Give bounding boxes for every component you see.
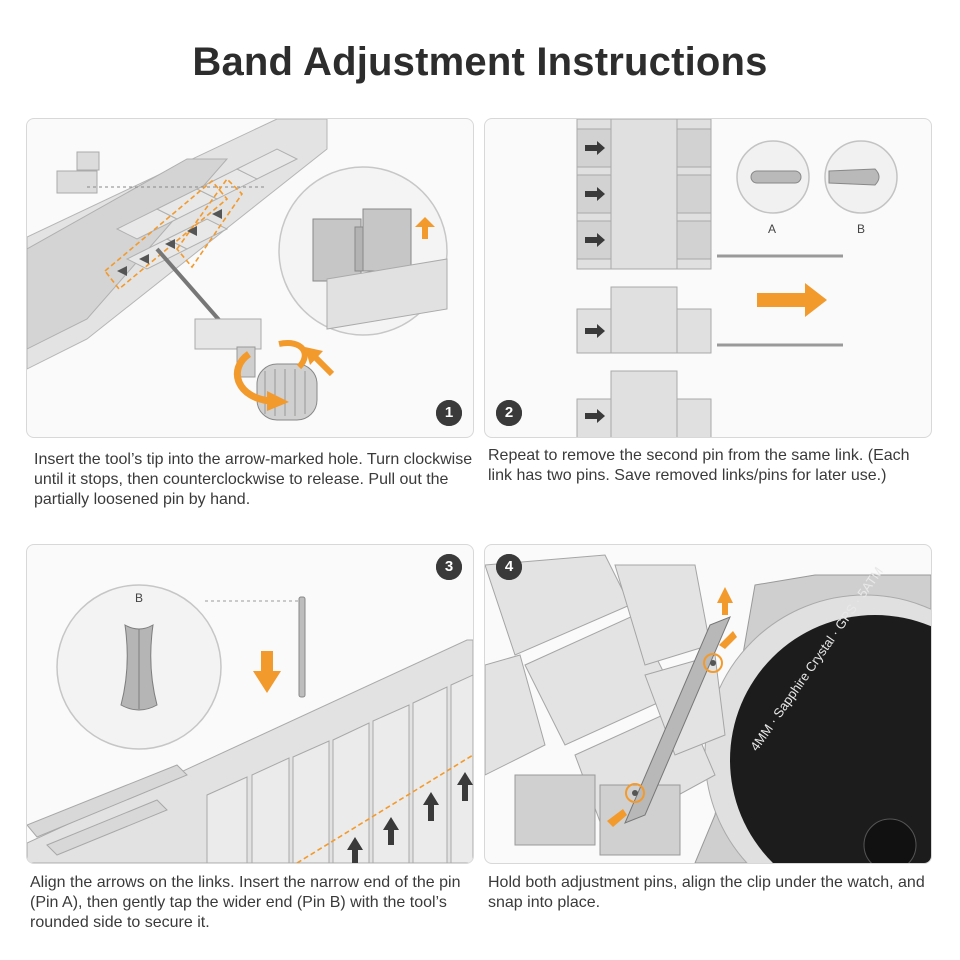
- band-tool-illustration: [27, 119, 462, 426]
- step-4-badge: 4: [496, 554, 522, 580]
- step-2-illustration: A B 2: [484, 118, 932, 438]
- step-3-caption: Align the arrows on the links. Insert th…: [30, 874, 461, 931]
- step-1-caption: Insert the tool’s tip into the arrow-mar…: [34, 451, 473, 508]
- step-3-illustration: B 3: [26, 544, 474, 864]
- step-2-badge: 2: [496, 400, 522, 426]
- pin-b-zoom-label: B: [135, 591, 144, 605]
- link-removal-illustration: [496, 119, 898, 437]
- page-title: Band Adjustment Instructions: [192, 40, 768, 84]
- step-1-badge: 1: [436, 400, 462, 426]
- pin-insert-illustration: [27, 554, 473, 863]
- step-1-illustration: 1: [26, 118, 474, 438]
- watch-attach-illustration: [485, 554, 931, 863]
- pin-b-label: B: [857, 222, 866, 236]
- step-3-badge: 3: [436, 554, 462, 580]
- pin-a-label: A: [768, 222, 777, 236]
- step-4-illustration: 4MM · Sapphire Crystal · GPS · 5ATM 4: [484, 544, 932, 864]
- step-2-caption: Repeat to remove the second pin from the…: [488, 447, 910, 484]
- step-4-caption: Hold both adjustment pins, align the cli…: [488, 874, 925, 911]
